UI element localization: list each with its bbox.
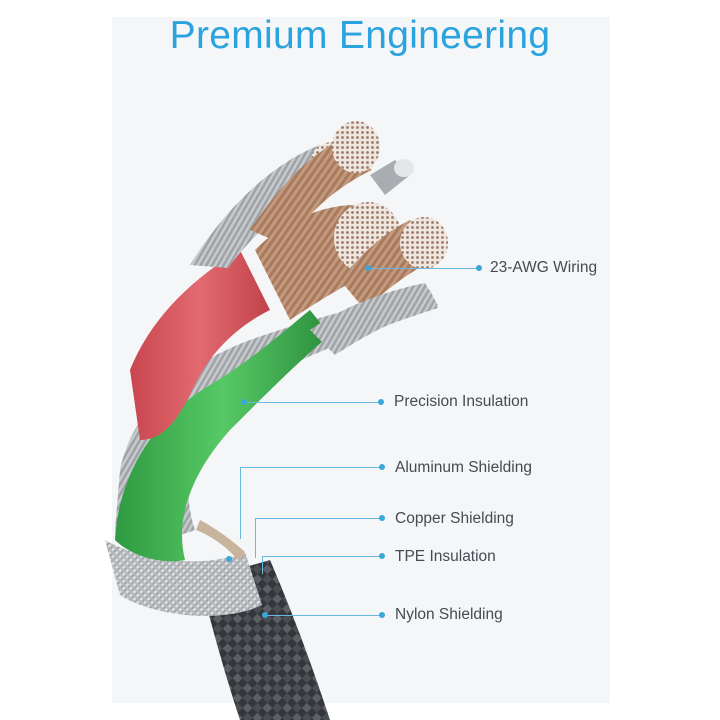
copper-shield-shape xyxy=(196,520,245,562)
callout-line-precision-insulation xyxy=(247,402,379,403)
thin-strand-end xyxy=(394,159,414,177)
label-copper-shielding: Copper Shielding xyxy=(395,510,514,527)
callout-dot-tpe-insulation xyxy=(226,556,232,562)
label-nylon-shielding: Nylon Shielding xyxy=(395,606,503,623)
callout-dot-nylon-shielding xyxy=(262,612,268,618)
label-23-awg-wiring: 23-AWG Wiring xyxy=(490,259,598,276)
callout-end-dot-tpe-insulation xyxy=(379,553,385,559)
page-title: Premium Engineering xyxy=(169,14,551,57)
label-precision-insulation: Precision Insulation xyxy=(394,393,529,410)
callout-line-copper-shielding xyxy=(255,518,380,519)
callout-end-dot-nylon-shielding xyxy=(379,612,385,618)
callout-end-dot-wiring xyxy=(476,265,482,271)
copper-strand-right-end xyxy=(400,217,448,269)
callout-vline-aluminum-shielding xyxy=(240,467,241,539)
callout-end-dot-copper-shielding xyxy=(379,515,385,521)
callout-dot-precision-insulation xyxy=(241,399,247,405)
red-insulation-shape xyxy=(130,250,270,440)
copper-strand-top-end xyxy=(332,121,380,173)
label-tpe-insulation: TPE Insulation xyxy=(395,548,496,565)
label-aluminum-shielding: Aluminum Shielding xyxy=(395,459,532,476)
callout-end-dot-precision-insulation xyxy=(378,399,384,405)
metal-ring-shape xyxy=(105,540,262,616)
callout-line-tpe-insulation xyxy=(262,556,380,557)
callout-line-aluminum-shielding xyxy=(240,467,380,468)
callout-dot-wiring xyxy=(365,265,371,271)
callout-vline-tpe-insulation xyxy=(262,556,263,574)
drain-strand-shape xyxy=(310,283,438,355)
callout-end-dot-aluminum-shielding xyxy=(379,464,385,470)
callout-vline-copper-shielding xyxy=(255,518,256,558)
callout-line-wiring xyxy=(371,268,477,269)
green-insulation-shape xyxy=(115,310,330,562)
callout-line-nylon-shielding xyxy=(268,615,380,616)
